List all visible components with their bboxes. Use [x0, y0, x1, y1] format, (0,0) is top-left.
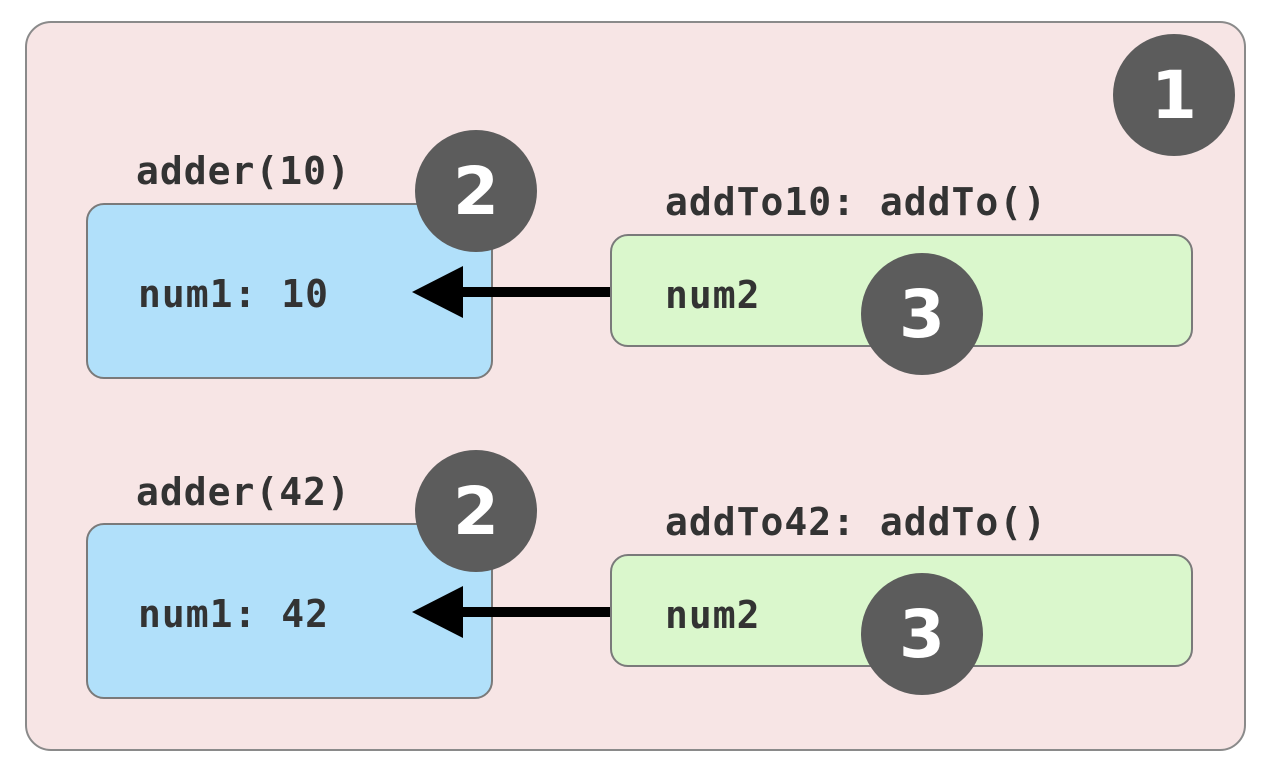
- num2-param: num2: [665, 273, 761, 317]
- num2-param: num2: [665, 593, 761, 637]
- adder-call-label: adder(10): [136, 149, 351, 193]
- badge-adder-scope: 2: [415, 130, 537, 252]
- badge-addto-scope: 3: [861, 573, 983, 695]
- scope-reference-arrow: [412, 266, 610, 318]
- scope-reference-arrow: [412, 586, 610, 638]
- num1-value: num1: 42: [138, 592, 330, 636]
- num1-value: num1: 10: [138, 272, 330, 316]
- badge-addto-scope: 3: [861, 253, 983, 375]
- badge-adder-scope: 2: [415, 450, 537, 572]
- addto-function-label: addTo42: addTo(): [665, 500, 1048, 544]
- badge-global-scope: 1: [1113, 34, 1235, 156]
- addto-function-label: addTo10: addTo(): [665, 180, 1048, 224]
- adder-call-label: adder(42): [136, 470, 351, 514]
